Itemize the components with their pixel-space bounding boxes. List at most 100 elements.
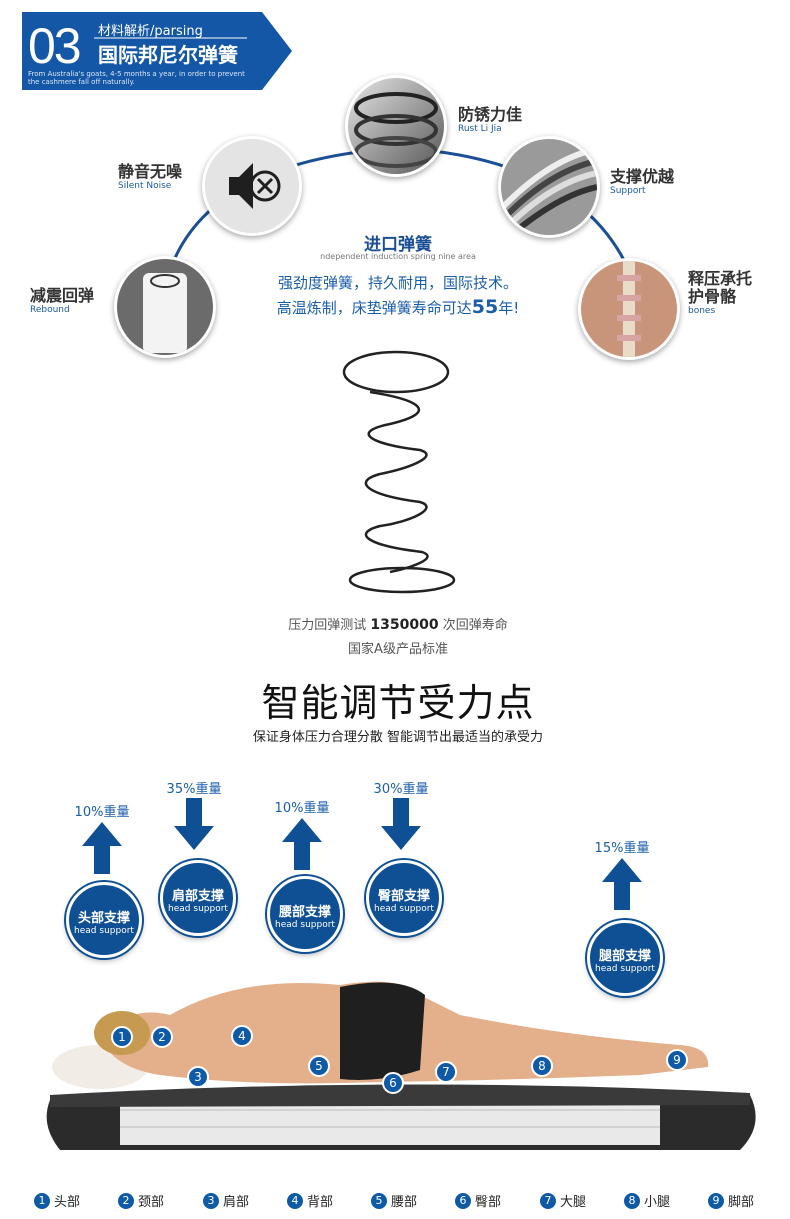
section-tagline: From Australia's goats, 4-5 months a yea… [28,70,245,86]
marker-5: 5 [308,1055,330,1077]
feature-rust-en: Rust Li Jia [458,124,502,134]
banner-shape [22,12,292,90]
legend-label-3: 肩部 [223,1195,250,1210]
legend-num-3: 3 [203,1192,219,1209]
shoulder-weight: 35%重量 [166,782,222,797]
legend-num-8: 8 [624,1192,640,1209]
legend-num-4: 4 [287,1192,303,1209]
center-line-2: 高温炼制，床垫弹簧寿命可达55年! [200,296,596,318]
waist-support-cn: 腰部支撑 [278,905,331,920]
steel-wire-icon [501,139,597,235]
feature-bones-title2: 护骨骼 [688,287,737,306]
section-subtitle: 材料解析/parsing [98,24,203,39]
marker-1: 1 [111,1026,133,1048]
center-line-2-pre: 高温炼制，床垫弹簧寿命可达 [276,299,472,317]
legend-item-6: 6 臀部 [455,1191,501,1210]
coil-spring-illustration [342,350,456,594]
legend-label-6: 臀部 [475,1195,502,1210]
legend-item-3: 3 肩部 [203,1191,249,1210]
legend-num-9: 9 [708,1192,724,1209]
legend-item-2: 2 颈部 [118,1191,164,1210]
shoulder-support-cn: 肩部支撑 [171,889,224,904]
marker-8: 8 [531,1055,553,1077]
legend-num-1: 1 [34,1192,50,1209]
hip-weight: 30%重量 [373,782,429,797]
section-title: 国际邦尼尔弹簧 [98,43,238,67]
legend-num-7: 7 [540,1192,556,1209]
test-pre: 压力回弹测试 [288,618,367,633]
legend-item-7: 7 大腿 [540,1191,586,1210]
feature-silent: 静音无噪 Silent Noise [118,163,182,192]
feature-support-title: 支撑优越 [610,167,675,186]
arrow-up-icon [282,818,322,870]
legend-label-9: 脚部 [728,1195,755,1210]
feature-bones-title: 释压承托 [688,269,753,288]
marker-4: 4 [231,1025,253,1047]
hip-support-en: head support [374,904,434,914]
legend-item-4: 4 背部 [287,1191,333,1210]
legend-label-2: 颈部 [138,1195,165,1210]
leg-support-en: head support [595,964,655,974]
header-banner: 03 材料解析/parsing 国际邦尼尔弹簧 From Australia's… [22,12,292,90]
shoulder-support-badge: 肩部支撑 head support [160,860,236,936]
section-number: 03 [28,18,82,74]
head-support-badge: 头部支撑 head support [66,882,142,958]
test-post: 次回弹寿命 [442,618,508,633]
rust-photo [345,75,447,177]
legend-label-4: 背部 [307,1195,334,1210]
feature-support: 支撑优越 Support [610,168,674,197]
test-line-1: 压力回弹测试 1350000 次回弹寿命 [200,614,596,633]
mattress-illustration [46,981,756,1150]
arrow-down-icon [381,798,421,850]
center-line-2-post: 年! [498,299,520,317]
marker-3: 3 [187,1066,209,1088]
hip-support-badge: 臀部支撑 head support [366,860,442,936]
marker-7: 7 [435,1061,457,1083]
legend-item-8: 8 小腿 [624,1191,670,1210]
feature-rust: 防锈力佳 Rust Li Jia [458,106,522,135]
center-title: 进口弹簧 [364,235,432,255]
center-line-2-num: 55 [471,296,499,318]
legend-num-2: 2 [118,1192,134,1209]
legend-num-6: 6 [455,1192,471,1209]
hip-support-cn: 臀部支撑 [377,889,430,904]
legend-label-8: 小腿 [644,1195,671,1210]
legend-item-1: 1 头部 [34,1191,80,1210]
section-main-subtitle: 保证身体压力合理分散 智能调节出最适当的承受力 [252,730,544,745]
center-line-1: 强劲度弹簧，持久耐用，国际技术。 [277,274,518,292]
legend-label-7: 大腿 [560,1195,587,1210]
feature-bones-en: bones [688,306,716,316]
legend-item-9: 9 脚部 [708,1191,754,1210]
feature-rust-title: 防锈力佳 [458,105,523,124]
spine-icon [581,261,677,357]
waist-support-badge: 腰部支撑 head support [267,876,343,952]
feature-rebound-title: 减震回弹 [30,286,95,305]
arrow-up-icon [602,858,642,910]
waist-support-en: head support [275,920,335,930]
test-num: 1350000 [370,617,439,633]
head-support-cn: 头部支撑 [77,911,130,926]
rebound-photo [114,256,216,358]
spring-coil-icon [348,78,444,174]
leg-support-cn: 腿部支撑 [598,949,651,964]
legend-label-5: 腰部 [391,1195,418,1210]
feature-rebound: 减震回弹 Rebound [30,287,94,316]
arrow-down-icon [174,798,214,850]
feature-silent-en: Silent Noise [118,181,172,191]
legend-label-1: 头部 [54,1195,81,1210]
feature-bones: 释压承托 护骨骼 bones [688,270,752,317]
arrow-up-icon [82,822,122,874]
feature-silent-title: 静音无噪 [118,162,183,181]
leg-weight: 15%重量 [594,841,650,856]
feature-rebound-en: Rebound [30,305,70,315]
marker-6: 6 [382,1072,404,1094]
mute-speaker-icon [205,139,299,233]
bones-photo [578,258,680,360]
feature-support-en: Support [610,186,646,196]
leg-support-badge: 腿部支撑 head support [587,920,663,996]
silent-photo [202,136,302,236]
marker-9: 9 [666,1049,688,1071]
waist-weight: 10%重量 [274,801,330,816]
center-en: ndependent induction spring nine area [320,252,476,261]
